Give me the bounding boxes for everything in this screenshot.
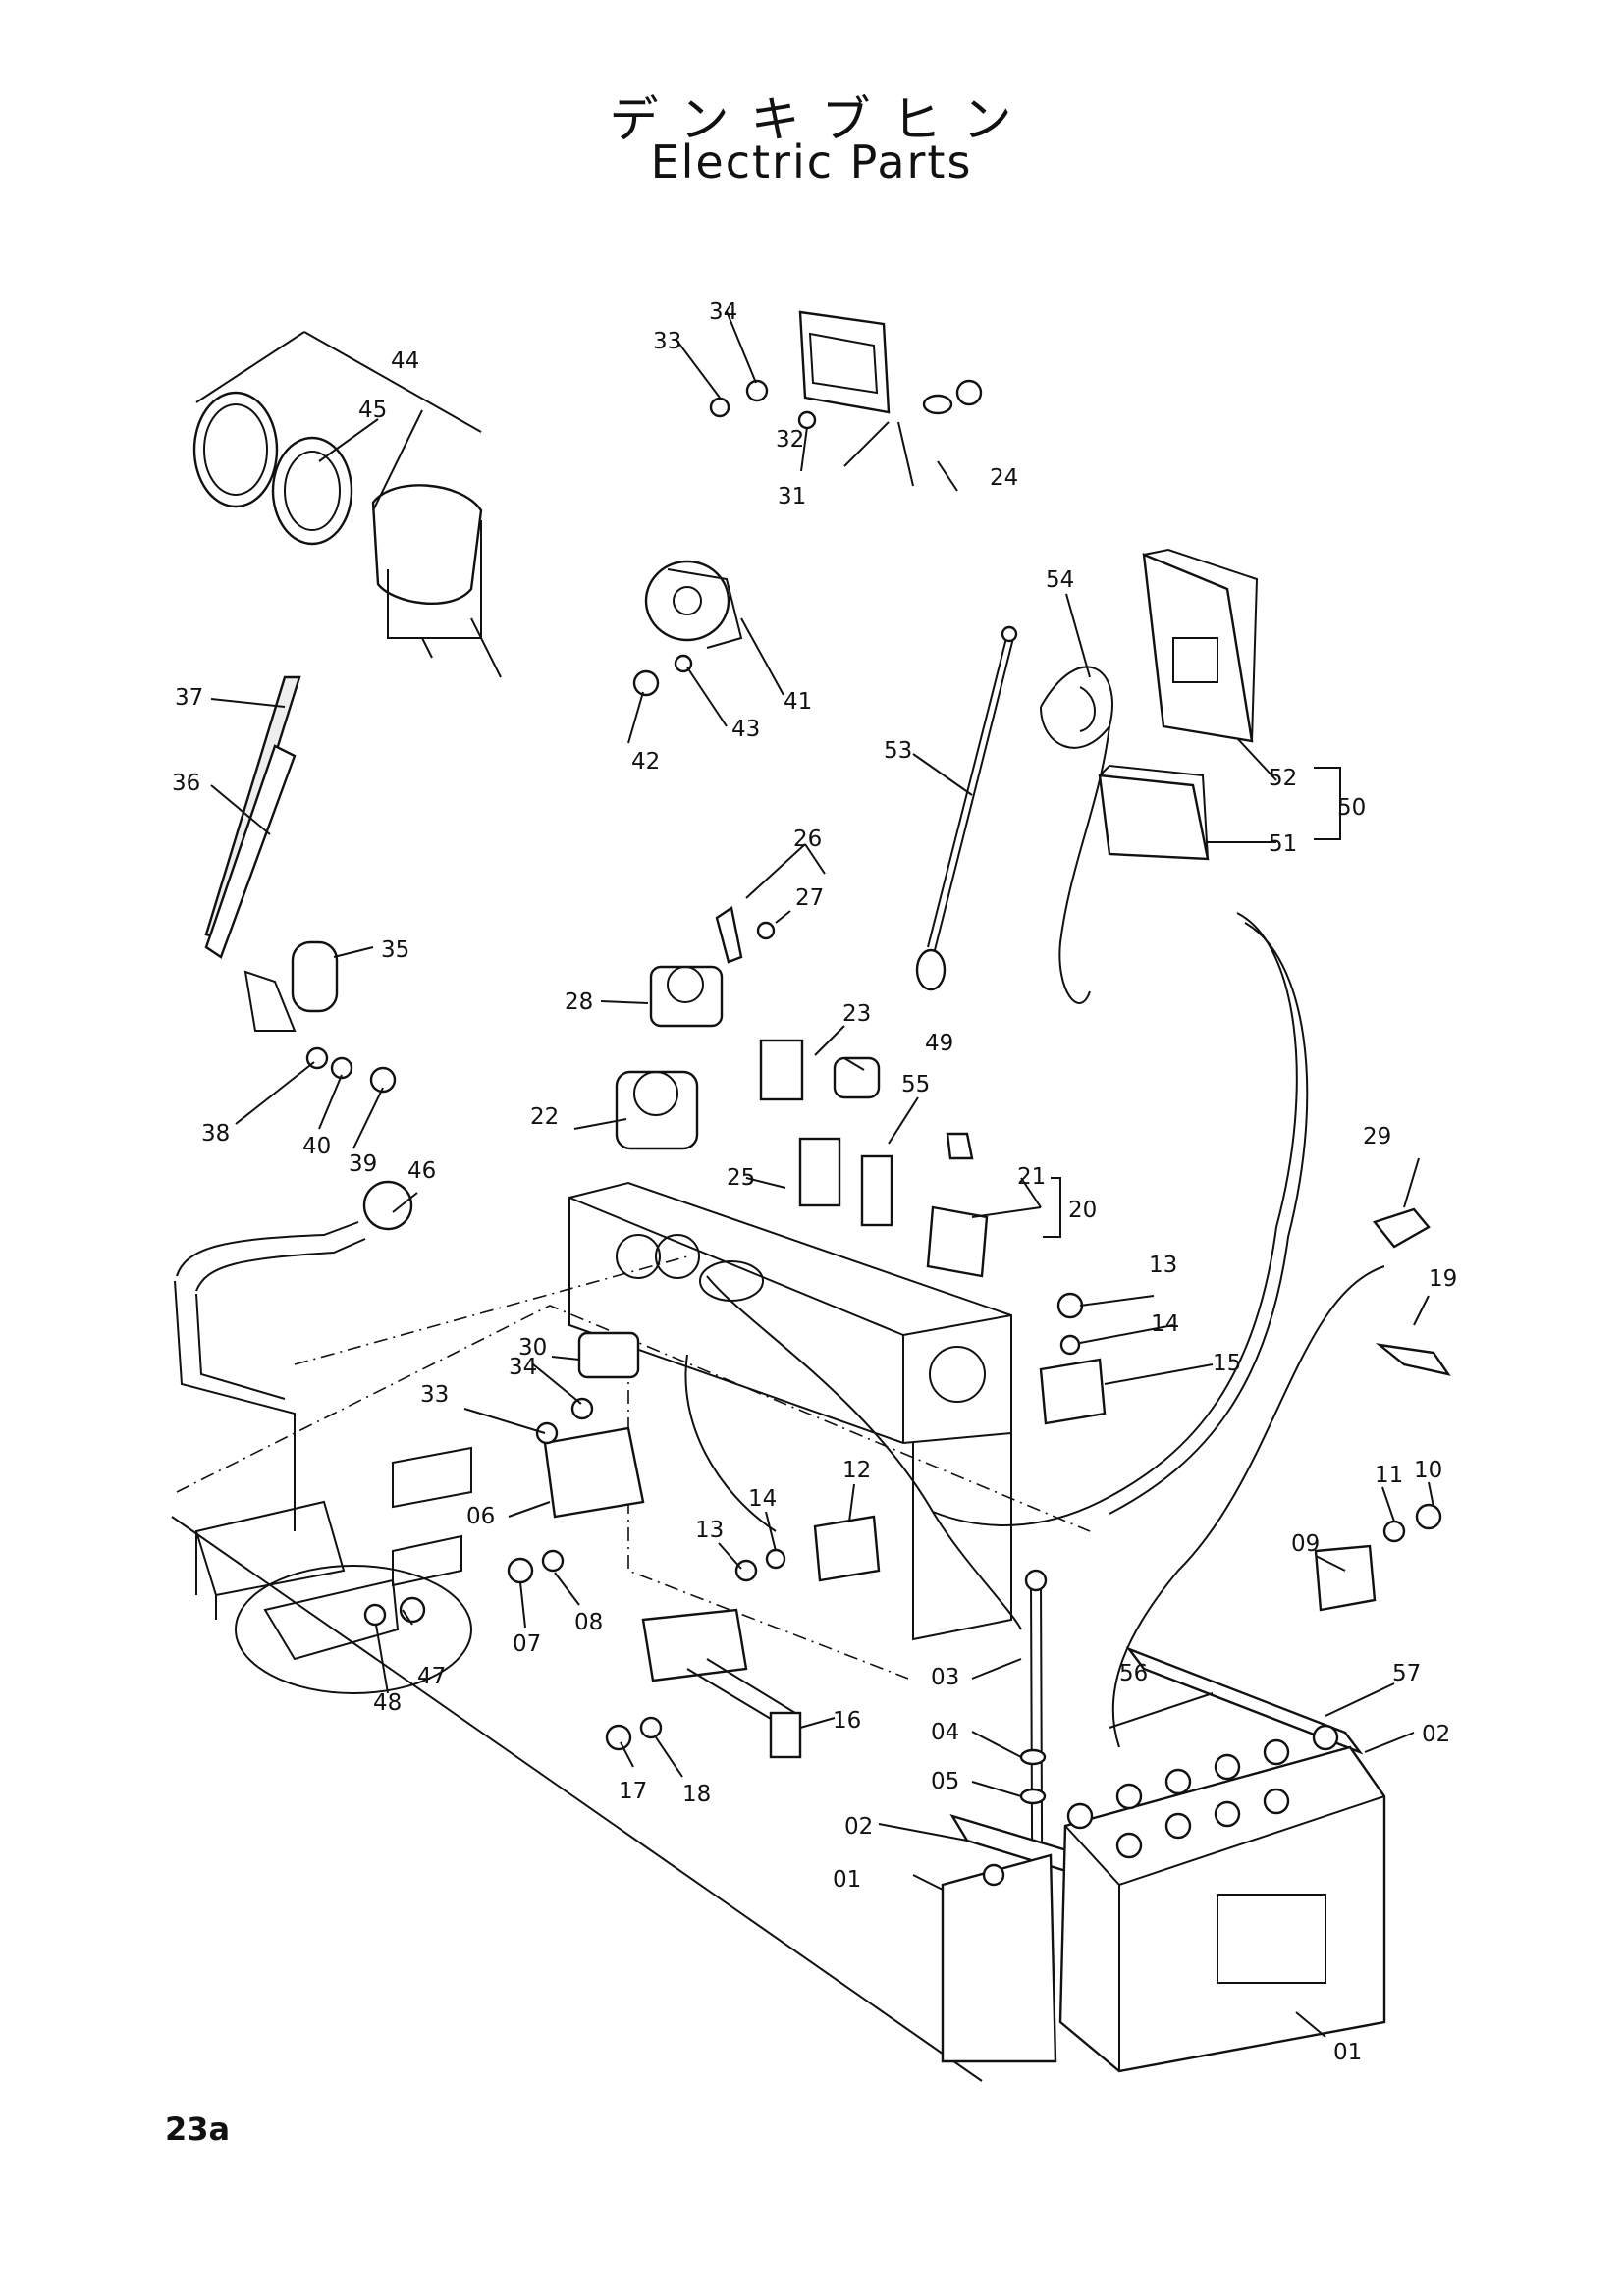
- callout-41: 41: [784, 689, 812, 715]
- callout-46: 46: [407, 1158, 436, 1184]
- callout-02-right: 02: [1422, 1722, 1450, 1747]
- callout-01-right: 01: [1333, 2040, 1362, 2065]
- page-number: 23a: [165, 2110, 231, 2148]
- callout-55: 55: [901, 1072, 930, 1097]
- callout-27: 27: [795, 885, 824, 911]
- callout-47: 47: [417, 1664, 446, 1689]
- callout-45: 45: [358, 398, 387, 423]
- callout-09: 09: [1291, 1531, 1320, 1557]
- callout-24: 24: [990, 465, 1018, 491]
- callout-35: 35: [381, 937, 409, 963]
- callout-03: 03: [931, 1665, 959, 1690]
- callout-57: 57: [1392, 1661, 1421, 1686]
- callout-44: 44: [391, 348, 419, 374]
- callout-34-top: 34: [709, 299, 737, 325]
- callout-54: 54: [1046, 567, 1074, 593]
- callout-14-lower: 14: [748, 1486, 777, 1512]
- callout-36: 36: [172, 771, 200, 796]
- callout-56: 56: [1119, 1661, 1148, 1686]
- callout-14-upper: 14: [1151, 1311, 1179, 1337]
- callout-23: 23: [842, 1001, 871, 1027]
- callout-labels: 01 01 02 02 03 04 05 06 07 08 09 10 11 1…: [172, 299, 1457, 2065]
- callout-01-left: 01: [833, 1867, 861, 1893]
- callout-22: 22: [530, 1104, 559, 1130]
- callout-05: 05: [931, 1769, 959, 1794]
- callout-20: 20: [1068, 1198, 1097, 1223]
- callout-52: 52: [1269, 766, 1297, 791]
- diagram-title-english: Electric Parts: [650, 135, 973, 188]
- callout-37: 37: [175, 685, 203, 711]
- callout-53: 53: [884, 738, 912, 764]
- callout-33-top: 33: [653, 329, 681, 354]
- callout-06: 06: [466, 1504, 495, 1529]
- callout-31: 31: [778, 484, 806, 509]
- callout-07: 07: [513, 1631, 541, 1657]
- callout-02-left: 02: [844, 1814, 873, 1840]
- callout-19: 19: [1429, 1266, 1457, 1292]
- callout-13-upper: 13: [1149, 1253, 1177, 1278]
- callout-25: 25: [727, 1165, 755, 1191]
- leader-lines: [210, 310, 1434, 2038]
- callout-50: 50: [1337, 795, 1366, 821]
- callout-10: 10: [1414, 1458, 1442, 1483]
- callout-49: 49: [925, 1031, 953, 1056]
- callout-13-lower: 13: [695, 1518, 724, 1543]
- callout-26: 26: [793, 827, 822, 852]
- callout-40: 40: [302, 1134, 331, 1159]
- callout-08: 08: [574, 1610, 603, 1635]
- diagram-title-japanese: デンキブヒン: [609, 91, 1034, 148]
- callout-04: 04: [931, 1720, 959, 1745]
- callout-15: 15: [1213, 1351, 1241, 1376]
- callout-11: 11: [1375, 1463, 1403, 1488]
- callout-48: 48: [373, 1690, 402, 1716]
- callout-51: 51: [1269, 831, 1297, 857]
- callout-33-panel: 33: [420, 1382, 449, 1408]
- parts-artwork: [171, 310, 1451, 2082]
- callout-21: 21: [1017, 1164, 1046, 1190]
- callout-32: 32: [776, 427, 804, 453]
- callout-42: 42: [631, 749, 660, 774]
- callout-39: 39: [349, 1151, 377, 1177]
- callout-16: 16: [833, 1708, 861, 1734]
- callout-18: 18: [682, 1782, 711, 1807]
- callout-12: 12: [842, 1458, 871, 1483]
- callout-34-panel: 34: [509, 1355, 537, 1380]
- callout-38: 38: [201, 1121, 230, 1147]
- callout-43: 43: [731, 717, 760, 742]
- callout-28: 28: [565, 989, 593, 1015]
- callout-17: 17: [619, 1779, 647, 1804]
- callout-30: 30: [518, 1335, 547, 1361]
- callout-29: 29: [1363, 1124, 1391, 1149]
